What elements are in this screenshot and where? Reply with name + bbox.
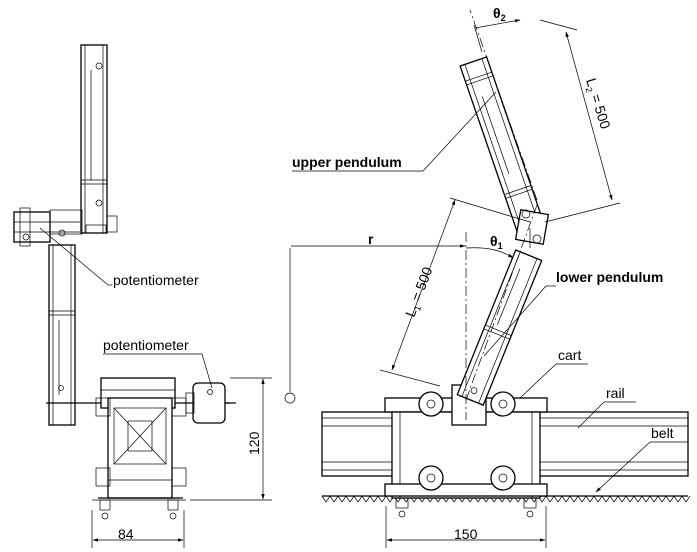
lower-pendulum-rod [456, 249, 543, 406]
potentiometer-icon [185, 382, 236, 424]
cart-wheel [418, 391, 444, 417]
dim-120: 120 [190, 377, 272, 501]
dim-84: 84 [91, 510, 185, 548]
upper-pendulum-rod [459, 56, 545, 234]
label-cart: cart [558, 347, 581, 363]
cart-body [384, 384, 548, 518]
front-view: r θ1 θ2 L2 = 500 L1 = 500 150 upper pend… [284, 5, 691, 548]
label-lower-pendulum: lower pendulum [556, 269, 663, 285]
dim-L1-text: L1 = 500 [402, 264, 438, 319]
dim-L2-text: L2 = 500 [581, 76, 614, 131]
cart-wheel [490, 391, 516, 417]
leader-lower-pendulum [483, 285, 547, 357]
theta2-guide [473, 24, 483, 53]
side-lower-rod [48, 244, 76, 426]
label-rail: rail [606, 385, 625, 401]
reference-point [284, 392, 296, 404]
label-r: r [368, 231, 374, 247]
side-view: 84 120 potentiometer potentiometer [13, 44, 272, 548]
leader-potentiometer-front [201, 353, 213, 389]
leader-belt [595, 441, 651, 493]
dim-150-text: 150 [454, 526, 478, 542]
lower-axis [465, 204, 538, 401]
joint-hub [514, 209, 550, 245]
leader-cart [519, 363, 557, 399]
side-upper-rod [80, 44, 108, 234]
upper-axis [469, 9, 538, 201]
dim-L2 [565, 31, 613, 201]
theta1-arc [465, 247, 514, 259]
cart-wheel [490, 465, 516, 491]
dim-84-text: 84 [118, 526, 134, 542]
leader-upper-pendulum [422, 91, 497, 172]
label-upper-pendulum: upper pendulum [292, 154, 402, 170]
leader-rail [577, 401, 605, 429]
label-belt: belt [651, 425, 674, 441]
label-theta1: θ1 [490, 233, 503, 251]
theta2-arc [474, 19, 521, 29]
cart-wheel [418, 465, 444, 491]
label-potentiometer-front: potentiometer [103, 337, 189, 353]
dim-120-text: 120 [246, 431, 262, 455]
side-cart [92, 377, 187, 520]
dim-L1 [391, 199, 456, 371]
label-potentiometer-side: potentiometer [113, 272, 199, 288]
side-pivot-block [13, 207, 118, 247]
leader-potentiometer-side [39, 227, 109, 286]
label-theta2: θ2 [493, 5, 506, 23]
